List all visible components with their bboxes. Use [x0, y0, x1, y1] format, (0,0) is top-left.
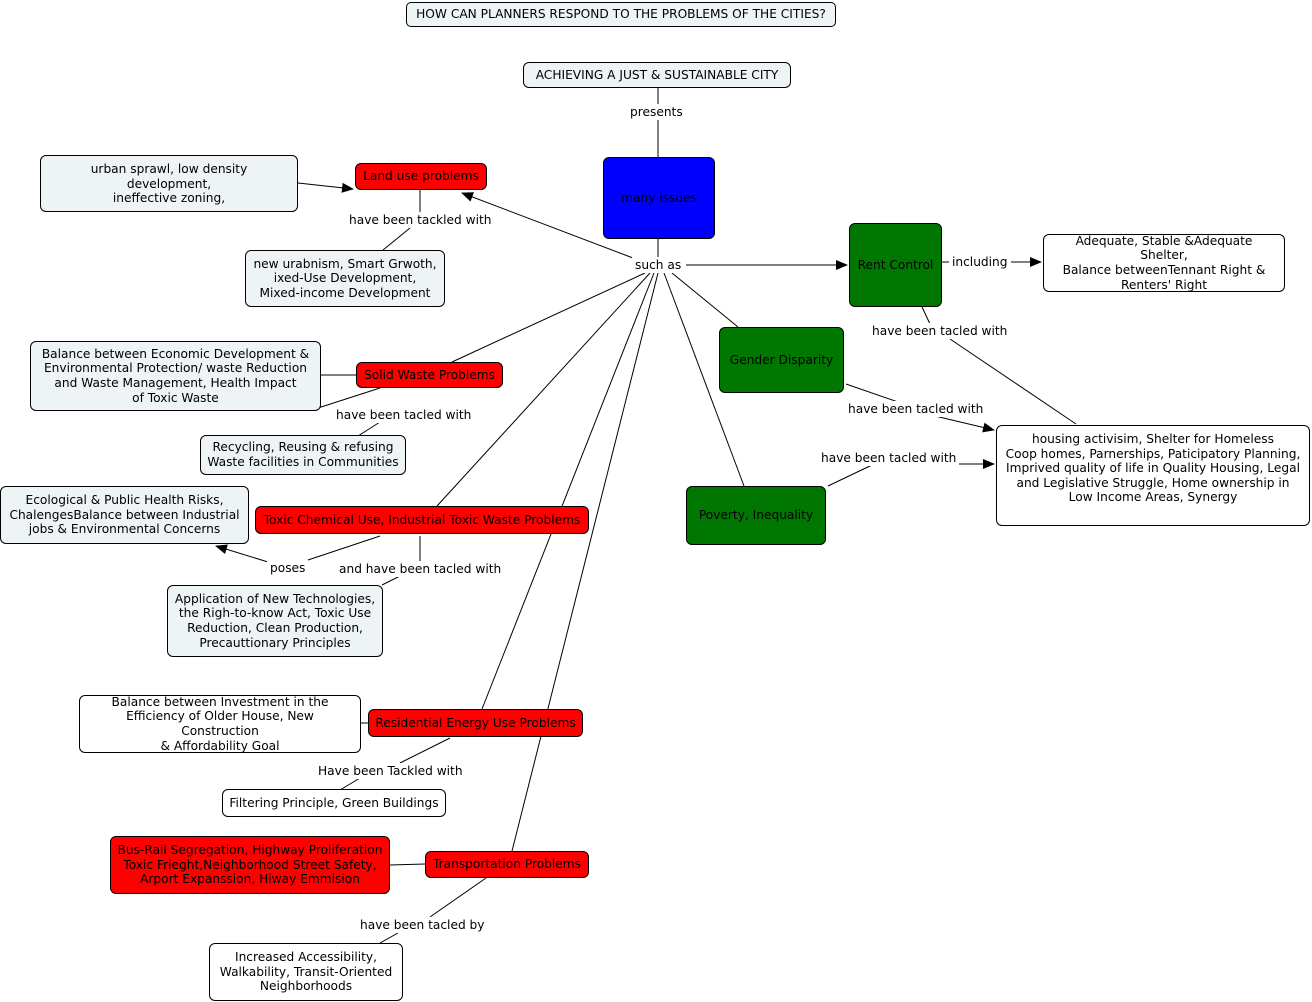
bus-rail-node: Bus-Rail Segregation, Highway Proliferat… — [110, 836, 390, 894]
accessibility-node: Increased Accessibility, Walkability, Tr… — [209, 943, 403, 1001]
label-solid-tacled: have been tacled with — [333, 407, 475, 423]
edge-label-access — [379, 932, 399, 944]
label-such-as: such as — [632, 257, 685, 273]
edge-solid-label — [317, 387, 381, 409]
edge-suchas-energy — [481, 272, 655, 710]
ecological-risks-node: Ecological & Public Health Risks, Chalen… — [0, 486, 249, 544]
edge-suchas-transport — [511, 272, 659, 852]
edge-busrail-transport — [389, 863, 426, 866]
goal-node: ACHIEVING A JUST & SUSTAINABLE CITY — [523, 62, 791, 88]
edge-label-newtech — [381, 575, 401, 586]
toxic-chemical-problems-node: Toxic Chemical Use, Industrial Toxic Was… — [255, 506, 589, 534]
solid-waste-problems-node: Solid Waste Problems — [356, 362, 503, 388]
label-energy-tackled: Have been Tackled with — [315, 763, 466, 779]
transportation-problems-node: Transportation Problems — [425, 851, 589, 878]
new-urbanism-node: new urabnism, Smart Grwoth, ixed-Use Dev… — [245, 250, 445, 307]
filtering-principle-node: Filtering Principle, Green Buildings — [222, 789, 446, 817]
rent-control-node: Rent Control — [849, 223, 942, 307]
label-land-tackled: have been tackled with — [346, 212, 495, 228]
label-transport-tacled-by: have been tacled by — [357, 917, 488, 933]
label-gender-tacled: have been tacled with — [845, 401, 987, 417]
edge-poses-ecorisks — [215, 544, 269, 563]
land-use-problems-node: Land use problems — [355, 163, 487, 190]
economic-balance-node: Balance between Economic Development & E… — [30, 341, 321, 411]
edge-transport-label — [429, 877, 487, 918]
edge-label-housing — [949, 338, 1077, 425]
label-toxic-tacled: and have been tacled with — [336, 561, 505, 577]
urban-sprawl-node: urban sprawl, low density development, i… — [40, 155, 298, 212]
edge-poverty-label — [827, 464, 873, 487]
edge-rent-label — [921, 306, 931, 325]
label-poverty-tacled: have been tacled with — [818, 450, 960, 466]
poverty-inequality-node: Poverty, Inequality — [686, 486, 826, 545]
label-presents: presents — [627, 104, 686, 120]
label-rent-tacled: have been tacled with — [869, 323, 1011, 339]
edge-sprawl-landuse — [297, 182, 354, 193]
issues-node: many issues — [603, 157, 715, 239]
edge-suchas-landuse — [461, 192, 634, 259]
recycling-node: Recycling, Reusing & refusing Waste faci… — [200, 435, 406, 475]
gender-disparity-node: Gender Disparity — [719, 327, 844, 393]
edge-label-urbanism — [382, 227, 411, 251]
edge-toxic-poses — [307, 535, 381, 561]
housing-activism-node: housing activisim, Shelter for Homeless … — [996, 425, 1310, 526]
residential-energy-problems-node: Residential Energy Use Problems — [368, 709, 583, 737]
edge-suchas-poverty — [663, 272, 745, 487]
edge-label-housing-2 — [934, 415, 995, 433]
edge-label-recycling — [357, 421, 381, 437]
edge-gender-label — [845, 383, 899, 403]
label-including: including — [949, 254, 1011, 270]
investment-balance-node: Balance between Investment in the Effici… — [79, 695, 361, 753]
label-poses: poses — [267, 560, 309, 576]
page-title: HOW CAN PLANNERS RESPOND TO THE PROBLEMS… — [406, 2, 836, 27]
edge-suchas-gender — [671, 272, 739, 328]
new-technologies-node: Application of New Technologies, the Rig… — [167, 585, 383, 657]
edge-energy-label — [399, 737, 451, 764]
adequate-shelter-node: Adequate, Stable &Adequate Shelter, Bala… — [1043, 234, 1285, 292]
edge-suchas-solidwaste — [451, 272, 646, 363]
edge-suchas-toxic — [436, 272, 651, 507]
edge-label-filtering — [339, 777, 361, 791]
